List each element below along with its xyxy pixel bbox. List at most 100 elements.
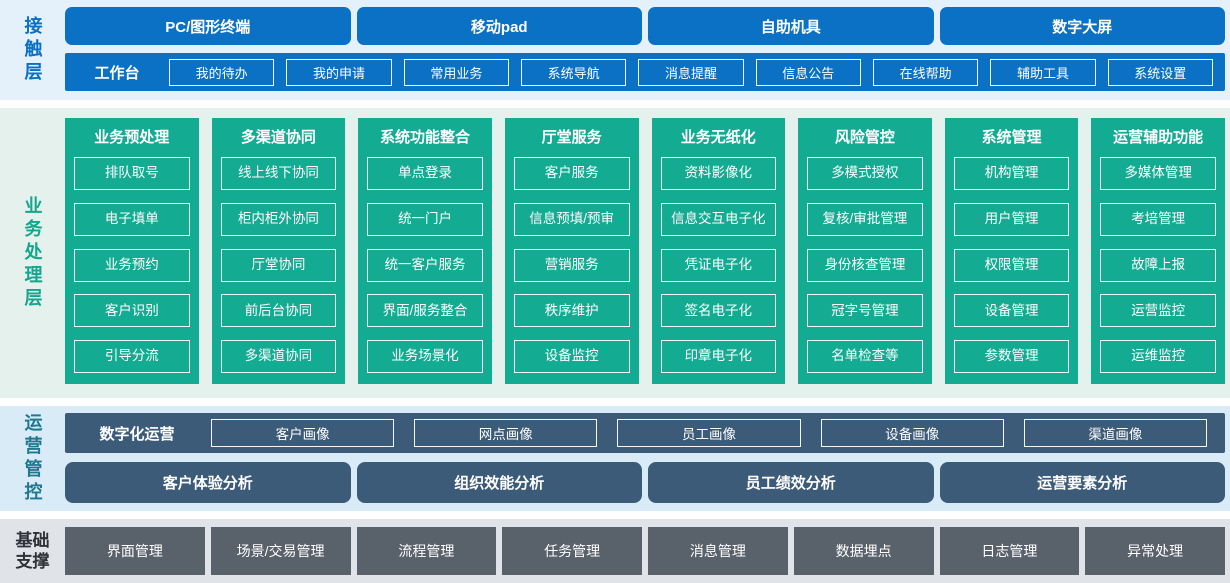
contact-layer-label: 接触层	[22, 15, 43, 85]
column-item: 营销服务	[513, 248, 630, 282]
column-item: 多渠道协同	[220, 340, 337, 373]
digital-ops-bar: 数字化运营 客户画像 网点画像 员工画像 设备画像 渠道画像	[65, 413, 1225, 453]
device-digital-screen: 数字大屏	[939, 7, 1225, 45]
column-item: 身份核查管理	[807, 248, 923, 282]
column-item: 排队取号	[74, 157, 190, 190]
column-lobby-services: 厅堂服务 客户服务 信息预填/预审 营销服务 秩序维护 设备监控	[504, 118, 639, 384]
column-item: 信息交互电子化	[660, 202, 777, 236]
column-title: 业务预处理	[94, 129, 170, 146]
column-item: 考培管理	[1100, 202, 1216, 236]
column-items: 多模式授权 复核/审批管理 身份核查管理 冠字号管理 名单检查等	[807, 157, 923, 373]
column-item: 客户识别	[74, 294, 190, 328]
support-data-tracking: 数据埋点	[793, 527, 934, 575]
column-item: 多媒体管理	[1100, 157, 1216, 190]
column-items: 线上线下协同 柜内柜外协同 厅堂协同 前后台协同 多渠道协同	[220, 157, 337, 373]
business-layer-label: 业务处理层	[22, 195, 43, 311]
analysis-customer-experience: 客户体验分析	[65, 462, 351, 503]
portrait-item-channel: 渠道画像	[1023, 419, 1208, 447]
device-self-service: 自助机具	[648, 7, 934, 45]
column-title: 系统功能整合	[380, 129, 471, 146]
analysis-operation-elements: 运营要素分析	[939, 462, 1225, 503]
column-item: 资料影像化	[660, 157, 777, 190]
column-item: 线上线下协同	[220, 157, 337, 190]
column-item: 客户服务	[513, 157, 630, 190]
column-item: 签名电子化	[660, 294, 777, 328]
workbench-item-info-bulletin: 信息公告	[755, 58, 861, 86]
contact-layer-gutter: 接触层	[0, 0, 65, 100]
support-log-management: 日志管理	[939, 527, 1080, 575]
workbench-item-common-business: 常用业务	[403, 58, 509, 86]
column-title: 厅堂服务	[541, 129, 602, 146]
column-item: 运营监控	[1100, 294, 1216, 328]
column-items: 资料影像化 信息交互电子化 凭证电子化 签名电子化 印章电子化	[660, 157, 777, 373]
column-item: 业务场景化	[367, 340, 483, 373]
device-pc-terminal: PC/图形终端	[65, 7, 351, 45]
workbench-item-auxiliary-tools: 辅助工具	[990, 58, 1096, 86]
column-items: 单点登录 统一门户 统一客户服务 界面/服务整合 业务场景化	[367, 157, 483, 373]
column-item: 信息预填/预审	[513, 202, 630, 236]
operations-layer-gutter: 运营管控	[0, 406, 65, 511]
column-multichannel-collaboration: 多渠道协同 线上线下协同 柜内柜外协同 厅堂协同 前后台协同 多渠道协同	[211, 118, 346, 384]
support-message-management: 消息管理	[648, 527, 788, 575]
business-columns: 业务预处理 排队取号 电子填单 业务预约 客户识别 引导分流 多渠道协同 线上线…	[65, 108, 1230, 398]
column-paperless-business: 业务无纸化 资料影像化 信息交互电子化 凭证电子化 签名电子化 印章电子化	[651, 118, 786, 384]
workbench-item-online-help: 在线帮助	[872, 58, 979, 86]
column-title: 多渠道协同	[240, 129, 316, 146]
column-item: 设备管理	[953, 294, 1070, 328]
support-task-management: 任务管理	[502, 527, 642, 575]
column-item: 引导分流	[74, 340, 190, 373]
support-process-management: 流程管理	[356, 527, 497, 575]
analysis-row: 客户体验分析 组织效能分析 员工绩效分析 运营要素分析	[65, 462, 1225, 503]
column-item: 参数管理	[953, 340, 1070, 373]
workbench-item-my-applications: 我的申请	[286, 58, 392, 86]
column-item: 凭证电子化	[660, 248, 777, 282]
column-item: 秩序维护	[513, 294, 630, 328]
column-item: 运维监控	[1100, 340, 1216, 373]
column-operation-auxiliary-functions: 运营辅助功能 多媒体管理 考培管理 故障上报 运营监控 运维监控	[1091, 118, 1225, 384]
digital-ops-label: 数字化运营	[99, 425, 175, 443]
column-item: 用户管理	[953, 202, 1070, 236]
column-item: 设备监控	[513, 340, 630, 373]
portrait-item-customer: 客户画像	[211, 419, 395, 447]
business-layer-band: 业务处理层 业务预处理 排队取号 电子填单 业务预约 客户识别 引导分流 多渠道…	[0, 108, 1230, 398]
operations-layer-band: 运营管控 数字化运营 客户画像 网点画像 员工画像 设备画像 渠道画像 客户体验…	[0, 406, 1230, 511]
column-items: 多媒体管理 考培管理 故障上报 运营监控 运维监控	[1100, 157, 1216, 373]
contact-layer-content: PC/图形终端 移动pad 自助机具 数字大屏 工作台 我的待办 我的申请 常用…	[65, 0, 1230, 100]
column-item: 界面/服务整合	[367, 294, 483, 328]
workbench-item-system-navigation: 系统导航	[520, 58, 627, 86]
column-item: 名单检查等	[807, 340, 923, 373]
column-title: 系统管理	[981, 129, 1042, 146]
column-item: 柜内柜外协同	[220, 202, 337, 236]
column-title: 业务无纸化	[680, 129, 756, 146]
column-item: 故障上报	[1100, 248, 1216, 282]
column-system-function-integration: 系统功能整合 单点登录 统一门户 统一客户服务 界面/服务整合 业务场景化	[358, 118, 492, 384]
column-item: 复核/审批管理	[807, 202, 923, 236]
column-item: 前后台协同	[220, 294, 337, 328]
contact-layer-band: 接触层 PC/图形终端 移动pad 自助机具 数字大屏 工作台 我的待办 我的申…	[0, 0, 1230, 100]
column-item: 印章电子化	[660, 340, 777, 373]
workbench-item-system-settings: 系统设置	[1107, 58, 1213, 86]
support-exception-handling: 异常处理	[1085, 527, 1225, 575]
portrait-item-device: 设备画像	[820, 419, 1004, 447]
workbench-bar: 工作台 我的待办 我的申请 常用业务 系统导航 消息提醒 信息公告 在线帮助 辅…	[65, 53, 1225, 91]
column-item: 多模式授权	[807, 157, 923, 190]
operations-layer-content: 数字化运营 客户画像 网点画像 员工画像 设备画像 渠道画像 客户体验分析 组织…	[65, 406, 1230, 511]
column-item: 厅堂协同	[220, 248, 337, 282]
column-risk-control: 风险管控 多模式授权 复核/审批管理 身份核查管理 冠字号管理 名单检查等	[798, 118, 932, 384]
device-row: PC/图形终端 移动pad 自助机具 数字大屏	[65, 7, 1225, 45]
workbench-item-my-todo: 我的待办	[169, 58, 275, 86]
business-layer-gutter: 业务处理层	[0, 108, 65, 398]
portrait-item-employee: 员工画像	[617, 419, 801, 447]
column-item: 权限管理	[953, 248, 1070, 282]
device-mobile-pad: 移动pad	[356, 7, 642, 45]
column-business-preprocessing: 业务预处理 排队取号 电子填单 业务预约 客户识别 引导分流	[65, 118, 199, 384]
column-items: 客户服务 信息预填/预审 营销服务 秩序维护 设备监控	[513, 157, 630, 373]
support-layer-label: 基础支撑	[15, 530, 50, 571]
column-items: 机构管理 用户管理 权限管理 设备管理 参数管理	[953, 157, 1070, 373]
operations-layer-label: 运营管控	[22, 412, 43, 505]
column-title: 运营辅助功能	[1113, 129, 1204, 146]
column-item: 电子填单	[74, 202, 190, 236]
support-scene-transaction-management: 场景/交易管理	[210, 527, 351, 575]
column-item: 机构管理	[953, 157, 1070, 190]
